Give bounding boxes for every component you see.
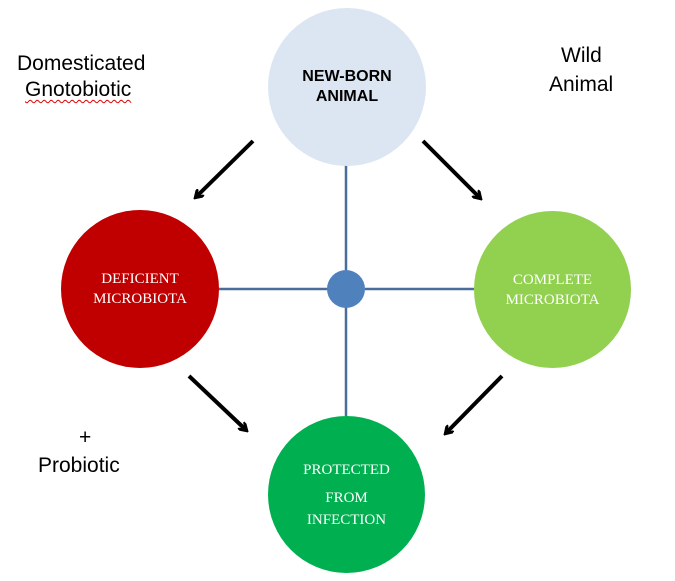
arrow-complete-to-protected xyxy=(446,374,504,433)
plus-label: + xyxy=(79,426,92,449)
gnotobiotic-label: Gnotobiotic xyxy=(25,78,132,101)
protected-line3: INFECTION xyxy=(306,511,387,528)
newborn-line1: NEW-BORN xyxy=(302,68,392,85)
domesticated-label: Domesticated xyxy=(17,52,146,75)
complete-line2: MICROBIOTA xyxy=(505,291,600,308)
wild-label: Wild xyxy=(561,44,602,67)
deficient-line2: MICROBIOTA xyxy=(93,291,187,307)
protected-line2: FROM xyxy=(325,489,368,506)
arrow-to-deficient xyxy=(196,139,255,197)
complete-line1: COMPLETE xyxy=(512,271,593,288)
protected-line1: PROTECTED xyxy=(303,461,390,478)
hub-dot xyxy=(327,270,365,308)
newborn-animal-node: NEW-BORN ANIMAL xyxy=(268,8,426,166)
protected-node: PROTECTED FROM INFECTION xyxy=(268,416,425,573)
animal-label: Animal xyxy=(549,73,614,96)
deficient-line1: DEFICIENT xyxy=(101,271,179,287)
newborn-line2: ANIMAL xyxy=(315,88,379,105)
complete-microbiota-node: COMPLETE MICROBIOTA xyxy=(474,211,631,368)
arrow-to-complete xyxy=(421,139,480,198)
probiotic-label: Probiotic xyxy=(38,454,120,477)
deficient-microbiota-node: DEFICIENT MICROBIOTA xyxy=(61,210,219,368)
arrow-deficient-to-protected xyxy=(187,374,246,430)
